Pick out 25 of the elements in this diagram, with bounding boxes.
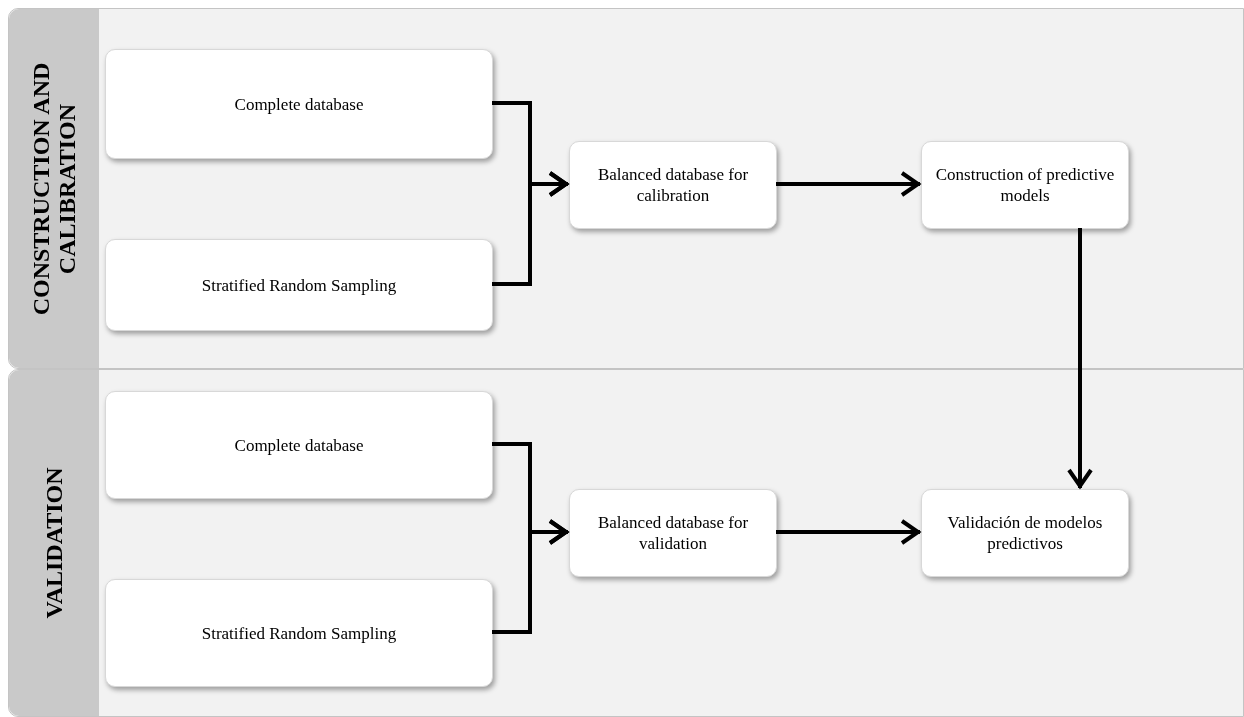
- process-box: [105, 579, 493, 687]
- process-box: [105, 239, 493, 331]
- box-label: Complete database: [233, 434, 365, 456]
- process-box: [105, 391, 493, 499]
- box-label: Stratified Random Sampling: [200, 274, 398, 296]
- lane-title: VALIDATION: [41, 466, 67, 621]
- process-box: [921, 489, 1129, 577]
- box-label: Balanced database for validation: [596, 512, 750, 554]
- process-box: [569, 489, 777, 577]
- process-box: [921, 141, 1129, 229]
- process-box: [569, 141, 777, 229]
- arrow: [776, 171, 920, 197]
- swimlane-band: [8, 8, 1244, 369]
- box-label: Construction of predictive models: [934, 164, 1116, 206]
- box-label: Stratified Random Sampling: [200, 622, 398, 644]
- arrow: [776, 519, 920, 545]
- process-box: [105, 49, 493, 159]
- lane-title: CONSTRUCTION AND CALIBRATION: [28, 61, 80, 317]
- arrow: [492, 519, 568, 634]
- swimlane-band: [8, 369, 1244, 717]
- box-label: Balanced database for calibration: [596, 164, 750, 206]
- arrow: [1067, 228, 1093, 488]
- arrow: [492, 171, 568, 286]
- box-label: Validación de modelos predictivos: [946, 512, 1104, 554]
- box-label: Complete database: [233, 93, 365, 115]
